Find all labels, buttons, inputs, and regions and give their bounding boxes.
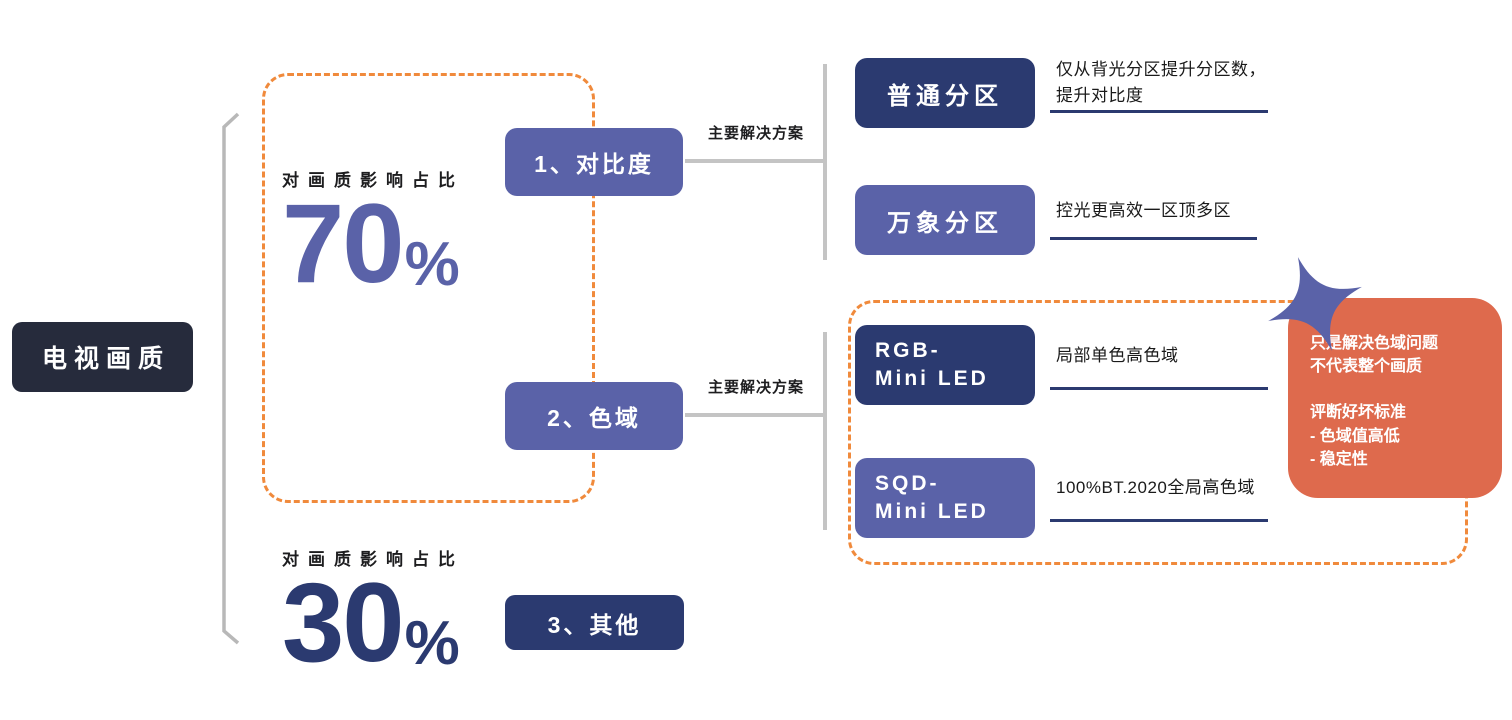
- solution-node-putong: 普通分区: [855, 58, 1035, 128]
- solution-desc-putong-line1: 仅从背光分区提升分区数，: [1056, 60, 1266, 79]
- impact-block-70: 对画质影响占比 70 %: [282, 166, 464, 306]
- impact-unit-30: %: [404, 609, 460, 679]
- callout-line: [1310, 378, 1486, 401]
- dashed-group-quality-factors: [262, 73, 595, 503]
- impact-label-30: 对画质影响占比: [282, 550, 464, 569]
- impact-unit-70: %: [404, 230, 460, 300]
- solution-desc-rgb-line1: 局部单色高色域: [1056, 346, 1179, 365]
- solution-desc-rgb: 局部单色高色域: [1056, 343, 1179, 369]
- solution-node-wanxiang-label: 万象分区: [887, 209, 1003, 237]
- bracket-icon: [222, 112, 240, 645]
- solution-underline-wanxiang: [1050, 237, 1257, 240]
- impact-block-30: 对画质影响占比 30 %: [282, 545, 464, 685]
- connector-label-gamut: 主要解决方案: [707, 379, 804, 396]
- connector-vline-gamut: [823, 332, 827, 530]
- solution-node-sqd-line1: SQD-: [875, 471, 940, 495]
- root-node-label: 电视画质: [41, 345, 170, 373]
- connector-label-contrast: 主要解决方案: [707, 125, 804, 142]
- impact-value-30: 30: [282, 560, 405, 685]
- solution-desc-putong: 仅从背光分区提升分区数， 提升对比度: [1056, 57, 1266, 110]
- callout-line: 只是解决色域问题: [1310, 335, 1439, 352]
- branch-node-gamut-label: 2、色域: [547, 405, 641, 431]
- branch-node-other: 3、其他: [505, 595, 684, 650]
- branch-node-contrast: 1、对比度: [505, 128, 683, 196]
- solution-node-rgb-line1: RGB-: [875, 338, 941, 362]
- solution-underline-putong: [1050, 110, 1268, 113]
- solution-desc-sqd: 100%BT.2020全局高色域: [1056, 475, 1255, 501]
- connector-hline-contrast: [685, 159, 827, 163]
- callout-line: 评断好坏标准: [1310, 404, 1407, 422]
- solution-node-sqd-line2: Mini LED: [875, 500, 989, 523]
- connector-vline-contrast: [823, 64, 827, 260]
- solution-desc-wanxiang-line1: 控光更高效一区顶多区: [1056, 201, 1231, 220]
- callout-line: - 色域值高低: [1310, 427, 1400, 445]
- connector-hline-gamut: [685, 413, 827, 417]
- solution-desc-putong-line2: 提升对比度: [1056, 86, 1144, 106]
- branch-node-contrast-label: 1、对比度: [534, 151, 654, 177]
- solution-desc-wanxiang: 控光更高效一区顶多区: [1056, 198, 1231, 224]
- four-point-star-icon: [1268, 257, 1362, 351]
- solution-underline-rgb: [1050, 387, 1268, 390]
- solution-node-wanxiang: 万象分区: [855, 185, 1035, 255]
- callout-line: - 稳定性: [1310, 450, 1368, 468]
- solution-underline-sqd: [1050, 519, 1268, 522]
- impact-label-70: 对画质影响占比: [282, 171, 464, 190]
- impact-value-70: 70: [282, 181, 405, 306]
- solution-desc-sqd-line1: 100%BT.2020全局高色域: [1056, 478, 1255, 497]
- solution-node-rgb-miniled: RGB- Mini LED: [855, 325, 1035, 405]
- callout-line: 不代表整个画质: [1310, 358, 1423, 376]
- solution-node-putong-label: 普通分区: [887, 82, 1003, 110]
- solution-node-sqd-miniled: SQD- Mini LED: [855, 458, 1035, 538]
- branch-node-other-label: 3、其他: [547, 611, 642, 638]
- solution-node-rgb-line2: Mini LED: [875, 367, 989, 390]
- branch-node-gamut: 2、色域: [505, 382, 683, 450]
- root-node-tv-quality: 电视画质: [12, 322, 193, 392]
